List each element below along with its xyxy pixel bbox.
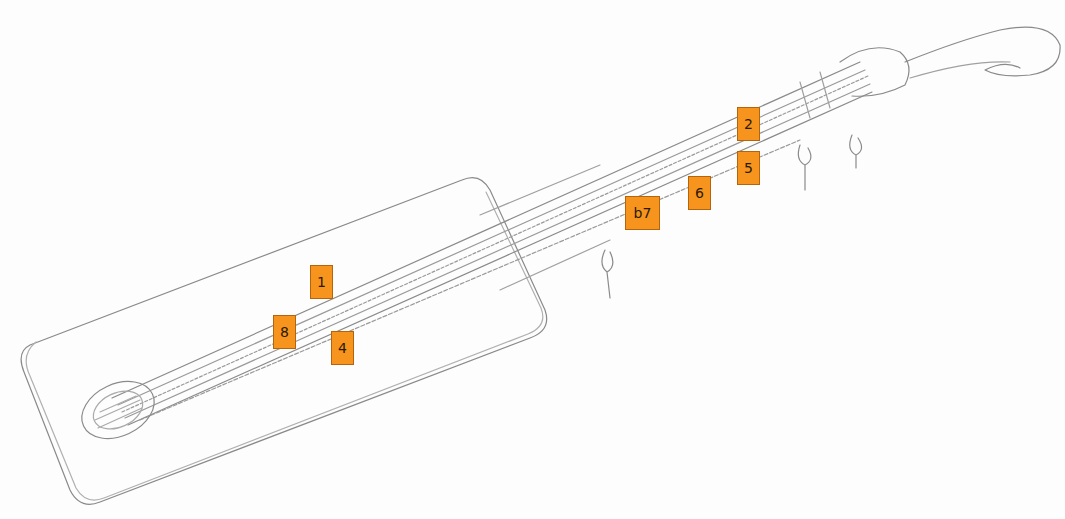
bridge-hatch [95, 396, 142, 428]
body-outline-sketch [26, 192, 543, 500]
callout-number: 5 [744, 160, 753, 176]
string [122, 76, 868, 412]
headstock [840, 48, 909, 97]
nut-ring [800, 72, 830, 118]
callout-number: 4 [338, 340, 347, 356]
body-outline [21, 178, 547, 505]
scroll-sketch [910, 62, 1010, 78]
callout-box: 8 [273, 315, 296, 349]
callout-box: 2 [737, 107, 760, 141]
callout-box: 6 [688, 176, 711, 210]
neck-edge [128, 92, 872, 425]
string [140, 140, 800, 420]
neck-join [480, 165, 600, 215]
scroll [905, 27, 1060, 76]
tuning-peg [798, 145, 811, 190]
callout-number: 2 [744, 116, 753, 132]
string [125, 84, 870, 418]
callout-number: 1 [317, 274, 326, 290]
callout-number: 6 [695, 185, 704, 201]
bridge [73, 370, 164, 449]
callout-box: b7 [625, 196, 660, 230]
bridge-inner [87, 384, 148, 437]
string [118, 70, 865, 405]
callout-number: b7 [634, 205, 652, 221]
callout-box: 1 [310, 265, 333, 299]
tuning-peg [850, 135, 862, 168]
callout-box: 4 [331, 331, 354, 365]
callout-box: 5 [737, 151, 760, 185]
callout-number: 8 [280, 324, 289, 340]
neck-edge [112, 62, 860, 398]
tuning-peg [602, 250, 613, 298]
neck-join [500, 240, 610, 290]
